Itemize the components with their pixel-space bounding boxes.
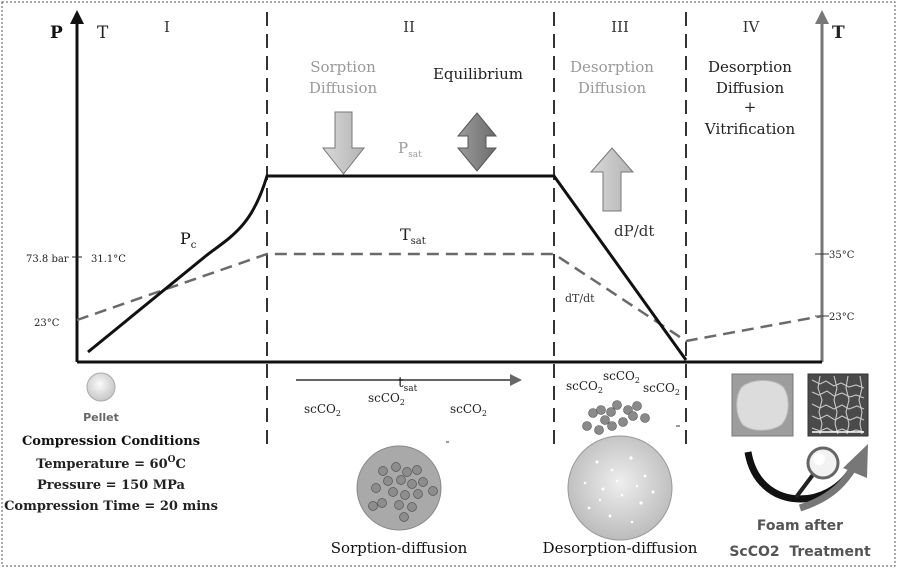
scco2-label-4: scCO2 <box>566 379 603 395</box>
temperature-critical-label: 31.1°C <box>91 254 126 265</box>
desorption-diffusion-label-iii: Diffusion <box>578 79 647 97</box>
stage-i-label: I <box>164 18 170 36</box>
temperature-start-label: 23°C <box>34 318 60 329</box>
compression-time: Compression Time = 20 mins <box>4 499 218 514</box>
pellet-image <box>86 372 116 402</box>
compression-pressure: Pressure = 150 MPa <box>37 478 186 493</box>
t-sat-label: Tsat <box>400 225 426 247</box>
pressure-axis-label: P <box>50 23 63 43</box>
compression-temperature: Temperature = 60OC <box>36 455 186 472</box>
vitrification-label: Vitrification <box>704 120 796 138</box>
magnifier-icon <box>795 446 840 498</box>
temperature-curve <box>76 252 823 343</box>
desorbing-bubbles <box>582 400 650 435</box>
sorption-down-arrow <box>321 111 366 175</box>
temperature-axis-label-left: T <box>97 23 109 43</box>
tsat-arrow-head <box>510 374 522 386</box>
pc-label: Pc <box>180 229 197 251</box>
treatment-curved-arrow <box>744 444 868 512</box>
plus-label: + <box>744 98 757 116</box>
stage-iii-label: III <box>611 18 629 36</box>
left-axis <box>70 10 84 362</box>
compression-title: Compression Conditions <box>22 434 200 449</box>
foam-micrograph <box>807 373 869 437</box>
scco2-label-6: scCO2 <box>643 381 680 397</box>
sorption-label: Sorption <box>310 58 376 76</box>
sorption-diffusion-label: Diffusion <box>309 79 378 97</box>
scco2-label-1: scCO2 <box>304 402 341 418</box>
pressure-critical-label: 73.8 bar <box>26 254 69 265</box>
desorption-label-iii: Desorption <box>570 58 654 76</box>
desorption-disc-image <box>567 435 673 541</box>
stage-iv-label: IV <box>743 18 761 36</box>
pressure-curve <box>87 174 688 361</box>
dt-dt-label: dT/dt <box>565 292 595 305</box>
sorption-diffusion-caption: Sorption-diffusion <box>331 539 468 557</box>
desorption-up-arrow <box>589 147 635 212</box>
temperature-sat-right-label: 35°C <box>829 250 855 261</box>
equilibrium-double-arrow <box>456 112 498 172</box>
right-axis <box>815 10 829 362</box>
sorption-disc-image <box>356 445 442 531</box>
dp-dt-label: dP/dt <box>614 222 654 240</box>
foam-caption-line2: ScCO2 Treatment <box>729 544 871 560</box>
desorption-label-iv: Desorption <box>708 58 792 76</box>
p-sat-label: Psat <box>398 139 422 160</box>
diffusion-label-iv: Diffusion <box>716 79 785 97</box>
scco2-label-3: scCO2 <box>450 402 487 418</box>
temperature-axis-label-right: T <box>832 23 845 43</box>
tsat-label: tsat <box>398 375 418 394</box>
scco2-label-5: scCO2 <box>603 369 640 385</box>
desorption-diffusion-caption: Desorption-diffusion <box>543 539 698 557</box>
foam-caption-line1: Foam after <box>757 518 843 534</box>
scco2-label-2: scCO2 <box>368 391 405 407</box>
equilibrium-label: Equilibrium <box>433 65 523 83</box>
foam-photo <box>731 373 794 437</box>
stage-ii-label: II <box>403 18 415 36</box>
temperature-end-right-label: 23°C <box>829 312 855 323</box>
pellet-label: Pellet <box>83 411 119 424</box>
